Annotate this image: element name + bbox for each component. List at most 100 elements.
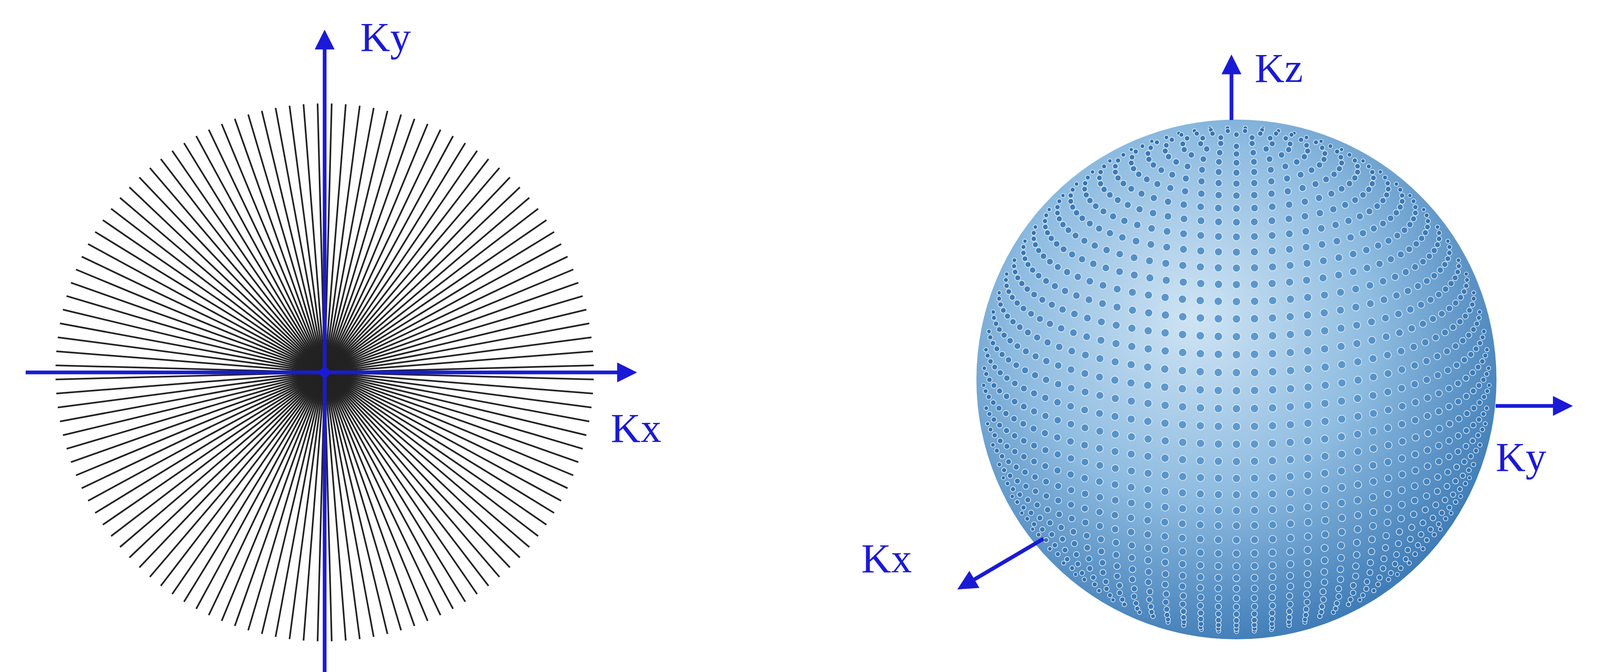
axes-3d [971, 70, 1557, 582]
sample-dot [1197, 216, 1205, 225]
sample-dot [1481, 394, 1487, 400]
sample-dot [1445, 255, 1451, 262]
sample-dot [1363, 264, 1371, 272]
sample-dot [1268, 314, 1277, 323]
sample-dot [1012, 362, 1020, 369]
sample-dot [1286, 601, 1294, 608]
sample-dot [1407, 325, 1416, 333]
sample-dot [1369, 391, 1378, 400]
sample-dot [1074, 273, 1082, 281]
sample-dot [1134, 606, 1140, 612]
sample-dot [1354, 525, 1362, 533]
sample-dot [1397, 187, 1403, 193]
sample-dot [1144, 327, 1152, 335]
sample-dot [1004, 283, 1010, 289]
sample-dot [1196, 367, 1205, 376]
sample-dot [1337, 467, 1346, 476]
sample-dot [1232, 404, 1241, 414]
sample-dot [1214, 386, 1223, 396]
sample-dot [1196, 262, 1205, 271]
sample-dot [1362, 246, 1371, 254]
sample-dot [1467, 476, 1472, 480]
sample-dot [1013, 464, 1020, 471]
sample-dot [1146, 240, 1155, 249]
sample-dot [1332, 221, 1340, 229]
sample-dot [1250, 549, 1259, 558]
sample-dot [1196, 421, 1205, 431]
axes-2d [25, 45, 622, 672]
sample-dot [1250, 474, 1259, 483]
sample-dot [1160, 365, 1169, 374]
sample-dot [1081, 351, 1090, 360]
sample-dot [1396, 528, 1403, 536]
sample-dot [1127, 433, 1136, 441]
sample-dot [996, 326, 1003, 333]
sample-dot [1233, 604, 1240, 611]
sample-dot [1436, 236, 1442, 242]
sample-dot [1005, 356, 1012, 364]
sample-dot [1321, 557, 1329, 565]
sample-dot [1127, 397, 1136, 406]
sample-dot [1054, 380, 1063, 389]
sample-dot [1398, 501, 1406, 509]
sample-dot [1301, 153, 1308, 160]
sample-dot [1144, 344, 1152, 353]
sample-dot [1232, 574, 1240, 582]
sample-dot [1312, 180, 1319, 188]
sample-dot [1007, 473, 1013, 479]
sample-dot [1178, 548, 1187, 556]
sample-dot [1163, 606, 1170, 613]
sample-dot [1196, 584, 1204, 592]
sample-dot [1337, 397, 1346, 406]
sample-dot [1412, 204, 1418, 210]
sample-dot [1452, 300, 1459, 307]
sample-dot [1178, 384, 1187, 393]
sample-dot [1470, 405, 1477, 412]
sample-dot [1303, 419, 1313, 428]
sample-dot [1383, 351, 1392, 360]
sample-dot [1346, 180, 1353, 187]
sample-dot [1286, 520, 1294, 528]
sample-dot [1113, 573, 1121, 580]
sample-dot [1011, 263, 1017, 269]
sample-dot [1370, 225, 1378, 233]
sample-dot [1096, 391, 1104, 400]
sample-dot [1352, 339, 1361, 348]
sample-dot [1321, 579, 1328, 586]
sample-dot [1471, 291, 1476, 296]
sample-dot [1426, 253, 1433, 260]
sample-dot [991, 315, 997, 321]
sample-dot [1285, 230, 1293, 238]
sample-dot [1403, 556, 1409, 563]
sample-dot [1112, 551, 1120, 559]
sample-dot [1067, 198, 1074, 205]
sample-dot [1412, 551, 1418, 557]
sample-dot [1030, 390, 1038, 398]
sample-dot [1217, 134, 1224, 141]
sample-dot [1408, 524, 1415, 531]
sample-dot [1085, 296, 1093, 304]
sample-dot [1471, 296, 1476, 302]
sample-dot [1269, 140, 1275, 147]
sample-dot [1304, 518, 1312, 527]
sample-dot [1110, 412, 1119, 421]
sample-dot [1456, 318, 1463, 326]
sample-dot [1161, 532, 1169, 541]
sample-dot [1232, 440, 1241, 449]
sample-dot [1353, 430, 1362, 439]
sample-dot [1354, 448, 1362, 456]
sample-dot [1021, 469, 1029, 476]
sample-dot [994, 448, 1000, 454]
sample-dot [1118, 233, 1127, 242]
sample-dot [1232, 315, 1241, 324]
sample-dot [1461, 356, 1468, 364]
sample-dot [1200, 156, 1207, 163]
sample-dot [1269, 610, 1275, 617]
sample-dot [1003, 277, 1009, 283]
sample-dot [1196, 349, 1205, 359]
sample-dot [1349, 267, 1357, 276]
sample-dot [1417, 301, 1425, 309]
sample-dot [1250, 506, 1259, 515]
sample-dot [1215, 168, 1223, 176]
sample-dot [1268, 262, 1277, 271]
